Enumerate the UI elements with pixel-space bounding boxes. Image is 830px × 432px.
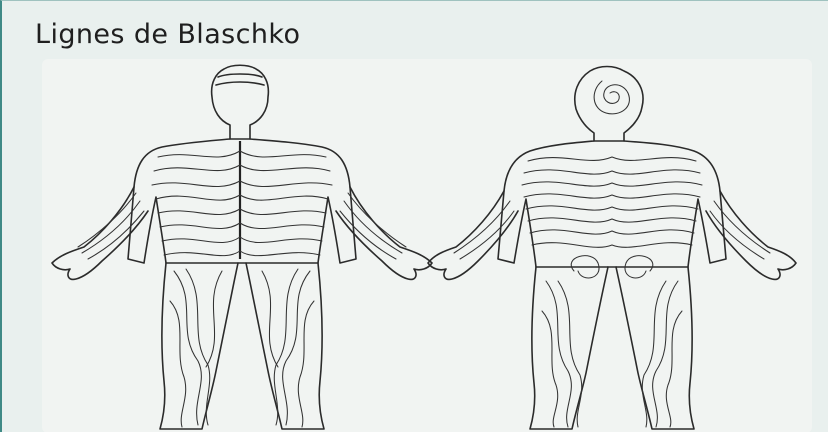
body-back-view: [428, 67, 796, 430]
body-front-view: [52, 65, 432, 429]
back-head: [575, 67, 643, 142]
back-right-leg: [616, 267, 694, 429]
front-left-leg: [160, 263, 238, 429]
scalp-swirl: [594, 81, 629, 114]
back-right-arm: [706, 191, 796, 279]
back-left-arm: [428, 191, 518, 279]
front-right-leg: [246, 263, 324, 429]
front-torso: [128, 139, 356, 263]
back-left-leg: [530, 267, 608, 429]
